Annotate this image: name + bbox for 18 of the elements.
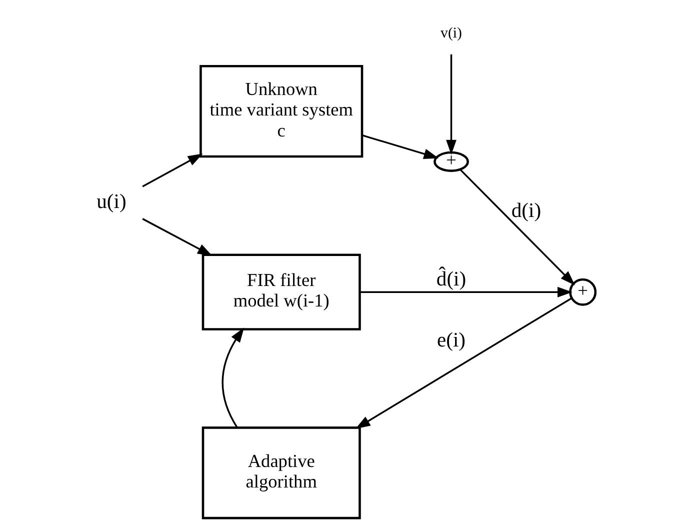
- edge-label: d̂(i): [436, 268, 466, 291]
- node-ellipse: +: [434, 151, 469, 172]
- node-box: Adaptive algorithm: [202, 426, 361, 520]
- arrow: [142, 154, 203, 188]
- node-text: v(i): [440, 25, 462, 42]
- arrow: [362, 134, 439, 159]
- node-text: u(i): [96, 190, 126, 213]
- arrow: [142, 218, 212, 256]
- arrow: [460, 168, 576, 286]
- node-box: Unknown time variant system c: [200, 65, 364, 158]
- arrow: [355, 297, 572, 429]
- edge-label: e(i): [436, 329, 466, 352]
- arrow: [222, 328, 244, 428]
- edge-label: d(i): [511, 200, 542, 222]
- node-box: FIR filter model w(i-1): [202, 254, 361, 330]
- node-circle: +: [569, 278, 597, 306]
- arrow: [360, 286, 572, 298]
- arrow: [446, 54, 456, 155]
